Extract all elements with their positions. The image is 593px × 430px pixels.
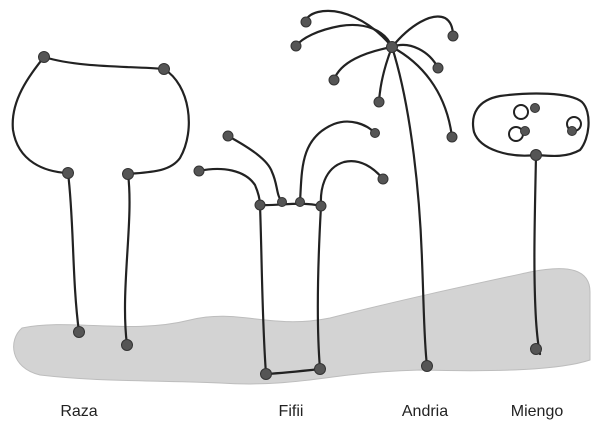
andria-dot-branch-3	[448, 31, 458, 41]
fifii-branch-3	[300, 122, 375, 202]
ground-region	[14, 269, 590, 384]
raza-trunk-right	[125, 174, 130, 345]
miengo-head-outline	[473, 94, 589, 156]
andria-dot-branch-7	[447, 132, 457, 142]
fifii-branch-4	[321, 161, 383, 206]
raza-dot-top-left	[39, 52, 50, 63]
fifii-dot-top-right	[316, 201, 326, 211]
fifii-branch-2	[199, 169, 260, 205]
andria-dot-branch-5	[329, 75, 339, 85]
raza-dot-neck-left	[63, 168, 74, 179]
fifii-dot-branch-3	[371, 129, 380, 138]
miengo-dot-base	[531, 344, 542, 355]
fifii-dot-branch-1	[223, 131, 233, 141]
label-raza: Raza	[60, 403, 97, 421]
miengo-dot-neck	[531, 150, 542, 161]
fifii-top-bar	[260, 204, 321, 206]
fifii-dot-bottom-right	[315, 364, 326, 375]
andria-dot-branch-4	[433, 63, 443, 73]
andria-branch-2	[296, 25, 392, 47]
andria-dot-branch-2	[291, 41, 301, 51]
andria-dot-base	[422, 361, 433, 372]
andria-dot-crown	[387, 42, 398, 53]
andria-dot-branch-6	[374, 97, 384, 107]
andria-branch-6	[379, 47, 392, 102]
andria-dot-branch-1	[301, 17, 311, 27]
label-andria: Andria	[402, 403, 448, 421]
miengo-dot-eye-left	[531, 104, 540, 113]
raza-dot-base-right	[122, 340, 133, 351]
miengo-dot-eye-right	[568, 127, 577, 136]
fifii-dot-bottom-left	[261, 369, 272, 380]
andria-branch-3	[392, 17, 453, 47]
label-fifii: Fifii	[279, 403, 304, 421]
fifii-dot-top-mid-left	[278, 198, 287, 207]
miengo-eye-left-ring	[514, 105, 528, 119]
raza-trunk-left	[68, 173, 79, 332]
raza-dot-top-right	[159, 64, 170, 75]
label-miengo: Miengo	[511, 403, 563, 421]
fifii-dot-branch-4	[378, 174, 388, 184]
raza-dot-base-left	[74, 327, 85, 338]
raza-figure	[13, 52, 189, 351]
fifii-branch-1	[228, 136, 282, 202]
raza-dot-neck-right	[123, 169, 134, 180]
miengo-dot-eye-lower	[521, 127, 530, 136]
fifii-dot-branch-2	[194, 166, 204, 176]
andria-branch-1	[306, 11, 392, 47]
fifii-dot-top-mid-right	[296, 198, 305, 207]
andria-branch-7	[392, 47, 452, 137]
fifii-dot-top-left	[255, 200, 265, 210]
